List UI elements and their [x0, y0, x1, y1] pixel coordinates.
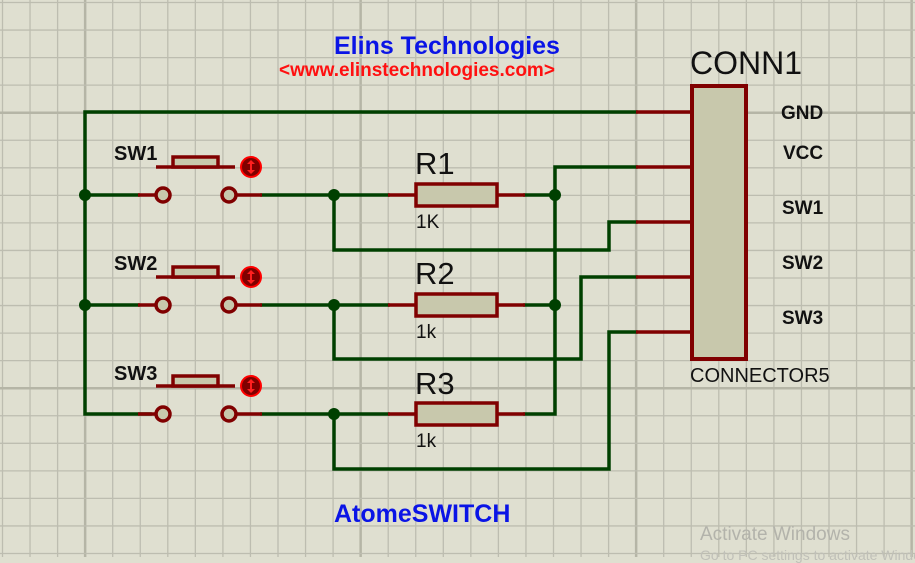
- connector-pin-label-sw2: SW2: [782, 253, 824, 274]
- switch-contact: [154, 186, 172, 204]
- connector-pin-label-sw3: SW3: [782, 308, 824, 329]
- watermark-subtitle: Go to PC settings to activate Windows.: [700, 547, 915, 563]
- junctions: [79, 189, 561, 420]
- connector-pin-label-gnd: GND: [781, 103, 824, 124]
- junction-dot: [328, 299, 340, 311]
- connector-ref: CONN1: [690, 45, 803, 81]
- switch-sw3[interactable]: [138, 374, 262, 423]
- wires: [83, 110, 638, 471]
- junction-dot: [328, 408, 340, 420]
- switch-contact: [220, 405, 238, 423]
- wire-sw2-signal: [332, 275, 638, 361]
- wire-gnd: [83, 110, 638, 416]
- resistor-r1[interactable]: [388, 182, 525, 208]
- header-title: Elins Technologies: [334, 32, 560, 60]
- junction-dot: [549, 189, 561, 201]
- state-indicator-icon[interactable]: [240, 156, 262, 178]
- resistor-ref-r3: R3: [415, 366, 455, 401]
- resistor-body[interactable]: [414, 292, 499, 318]
- push-button-icon[interactable]: [171, 155, 220, 169]
- connector-pin-label-vcc: VCC: [783, 143, 824, 164]
- header-url: <www.elinstechnologies.com>: [279, 60, 555, 81]
- resistor-r3[interactable]: [388, 401, 525, 427]
- connector-type: CONNECTOR5: [690, 365, 830, 387]
- wire-sw1-signal: [332, 193, 638, 252]
- switch-ref-sw2: SW2: [114, 253, 158, 275]
- switches: [138, 155, 262, 423]
- indicator-arrowheads: [247, 270, 255, 284]
- switch-contact: [154, 405, 172, 423]
- resistor-body[interactable]: [414, 401, 499, 427]
- resistor-value-r3: 1k: [416, 431, 437, 452]
- switch-contact: [220, 296, 238, 314]
- wire-vcc: [523, 165, 638, 416]
- switch-contact: [220, 186, 238, 204]
- push-button-icon[interactable]: [171, 374, 220, 388]
- switch-sw2[interactable]: [138, 265, 262, 314]
- indicator-arrowheads: [247, 160, 255, 174]
- watermark-title: Activate Windows: [700, 524, 850, 545]
- connector-pin-label-sw1: SW1: [782, 198, 824, 219]
- switch-sw1[interactable]: [138, 155, 262, 204]
- junction-dot: [79, 299, 91, 311]
- junction-dot: [549, 299, 561, 311]
- junction-dot: [79, 189, 91, 201]
- resistor-value-r2: 1k: [416, 322, 437, 343]
- resistor-value-r1: 1K: [416, 212, 440, 233]
- resistor-ref-r2: R2: [415, 256, 455, 291]
- switch-ref-sw3: SW3: [114, 363, 158, 385]
- resistors: [388, 182, 525, 427]
- wire-sw3-signal: [332, 330, 638, 471]
- state-indicator-icon[interactable]: [240, 266, 262, 288]
- state-indicator-icon[interactable]: [240, 375, 262, 397]
- resistor-body[interactable]: [414, 182, 499, 208]
- connector-conn1[interactable]: [636, 84, 748, 361]
- switch-contact: [154, 296, 172, 314]
- indicator-arrowheads: [247, 379, 255, 393]
- junction-dot: [328, 189, 340, 201]
- resistor-ref-r1: R1: [415, 146, 455, 181]
- footer-label: AtomeSWITCH: [334, 500, 511, 528]
- connector-body[interactable]: [690, 84, 748, 361]
- switch-ref-sw1: SW1: [114, 143, 158, 165]
- resistor-r2[interactable]: [388, 292, 525, 318]
- push-button-icon[interactable]: [171, 265, 220, 279]
